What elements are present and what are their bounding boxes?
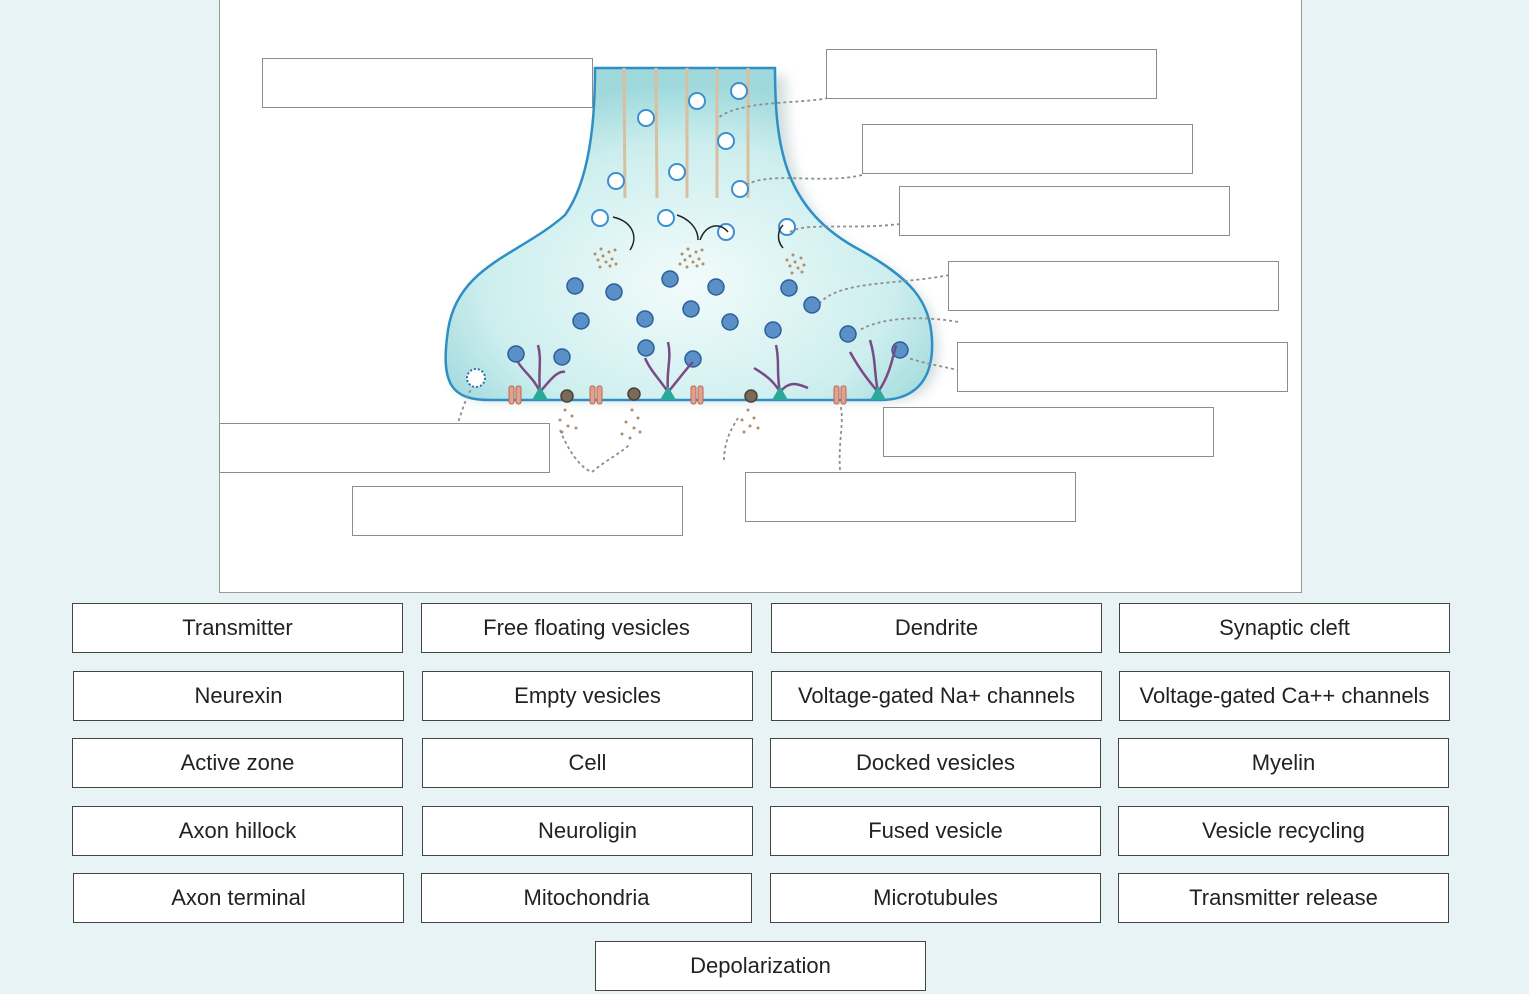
drop-zone-9[interactable]	[352, 486, 683, 536]
drop-zone-7[interactable]	[883, 407, 1214, 457]
chip-axon-terminal[interactable]: Axon terminal	[73, 873, 404, 923]
drop-zone-10[interactable]	[745, 472, 1076, 522]
drop-zone-6[interactable]	[957, 342, 1288, 392]
docking-anchors	[532, 386, 886, 400]
drop-zone-5[interactable]	[948, 261, 1279, 311]
chip-microtubules[interactable]: Microtubules	[770, 873, 1101, 923]
drop-zone-1[interactable]	[262, 58, 593, 108]
fused-vesicles	[560, 387, 758, 403]
chip-depolarization[interactable]: Depolarization	[595, 941, 926, 991]
transmitter-clouds	[593, 247, 806, 275]
drop-zone-8[interactable]	[219, 423, 550, 473]
calcium-channels	[508, 385, 847, 405]
chip-fused-vesicle[interactable]: Fused vesicle	[770, 806, 1101, 856]
diagram-panel	[219, 0, 1302, 593]
chip-active-zone[interactable]: Active zone	[72, 738, 403, 788]
empty-vesicles	[591, 82, 796, 241]
chip-neuroligin[interactable]: Neuroligin	[422, 806, 753, 856]
microtubules	[622, 67, 750, 199]
drop-zone-2[interactable]	[826, 49, 1157, 99]
chip-myelin[interactable]: Myelin	[1118, 738, 1449, 788]
refill-arrows	[612, 214, 784, 251]
chip-synaptic-cleft[interactable]: Synaptic cleft	[1119, 603, 1450, 653]
full-vesicles	[507, 270, 909, 368]
released-transmitter	[558, 408, 760, 440]
recycling-pit	[466, 368, 486, 388]
drop-zone-4[interactable]	[899, 186, 1230, 236]
chip-voltage-gated-na-channels[interactable]: Voltage-gated Na+ channels	[771, 671, 1102, 721]
chip-neurexin[interactable]: Neurexin	[73, 671, 404, 721]
chip-voltage-gated-ca-channels[interactable]: Voltage-gated Ca++ channels	[1119, 671, 1450, 721]
chip-cell[interactable]: Cell	[422, 738, 753, 788]
synapse-diagram	[444, 66, 989, 473]
drop-zone-3[interactable]	[862, 124, 1193, 174]
chip-axon-hillock[interactable]: Axon hillock	[72, 806, 403, 856]
chip-free-floating-vesicles[interactable]: Free floating vesicles	[421, 603, 752, 653]
chip-mitochondria[interactable]: Mitochondria	[421, 873, 752, 923]
chip-transmitter[interactable]: Transmitter	[72, 603, 403, 653]
chip-vesicle-recycling[interactable]: Vesicle recycling	[1118, 806, 1449, 856]
chip-dendrite[interactable]: Dendrite	[771, 603, 1102, 653]
chip-docked-vesicles[interactable]: Docked vesicles	[770, 738, 1101, 788]
chip-transmitter-release[interactable]: Transmitter release	[1118, 873, 1449, 923]
chip-empty-vesicles[interactable]: Empty vesicles	[422, 671, 753, 721]
